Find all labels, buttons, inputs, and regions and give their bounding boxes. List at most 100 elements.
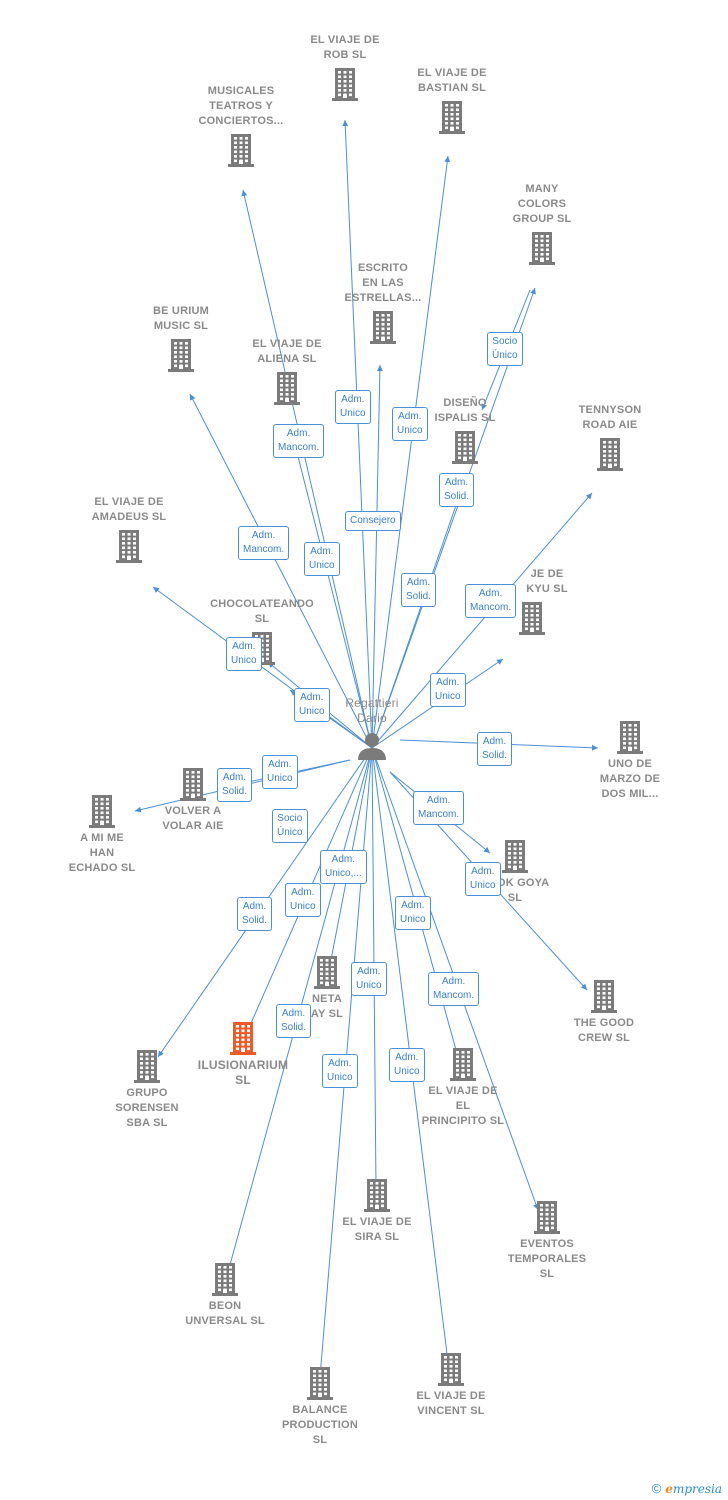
company-name: EL VIAJE DE EL PRINCIPITO SL — [421, 1085, 505, 1127]
company-name: THE GOOD CREW SL — [573, 1017, 635, 1044]
relationship-edge — [371, 364, 383, 749]
company-name: CHOCOLATEANDO SL — [210, 598, 314, 625]
company-node[interactable]: EL VIAJE DE EL PRINCIPITO SL — [403, 1046, 523, 1129]
company-name: MUSICALES TEATROS Y CONCIERTOS... — [198, 85, 284, 127]
brand-name: mpresia — [672, 1482, 722, 1496]
role-badge[interactable]: Socio Único — [487, 332, 523, 366]
company-name: EVENTOS TEMPORALES SL — [507, 1238, 587, 1280]
brand-e: e — [665, 1482, 673, 1496]
company-node[interactable]: MUSICALES TEATROS Y CONCIERTOS... — [199, 85, 283, 168]
relationship-edge — [371, 155, 451, 749]
company-name: ESCRITO EN LAS ESTRELLAS... — [344, 262, 422, 304]
company-node[interactable]: BE URIUM MUSIC SL — [153, 305, 209, 373]
building-icon — [519, 602, 545, 635]
role-badge[interactable]: Adm. Unico — [285, 883, 321, 917]
company-node[interactable]: EVENTOS TEMPORALES SL — [487, 1199, 607, 1282]
role-badge[interactable]: Adm. Unico — [322, 1054, 358, 1088]
role-badge[interactable]: Adm. Mancom. — [465, 584, 517, 618]
relationship-edge — [152, 586, 373, 749]
building-icon — [502, 840, 528, 873]
role-badge[interactable]: Adm. Unico — [395, 896, 431, 930]
company-node[interactable]: NETA AY SL — [267, 954, 387, 1022]
company-name: EL VIAJE DE BASTIAN SL — [417, 67, 487, 94]
company-node[interactable]: EL VIAJE DE ALIENA SL — [252, 338, 321, 406]
company-node[interactable]: TENNYSON ROAD AIE — [579, 404, 641, 472]
company-node[interactable]: EL VIAJE DE AMADEUS SL — [92, 496, 166, 564]
building-icon — [168, 339, 194, 372]
role-badge[interactable]: Adm. Unico — [465, 862, 501, 896]
relationship-edge — [371, 492, 593, 749]
building-icon — [364, 1179, 390, 1212]
role-badge[interactable]: Adm. Unico — [430, 673, 466, 707]
role-badge[interactable]: Adm. Unico,... — [320, 850, 367, 884]
company-name: VOLVER A VOLAR AIE — [162, 805, 224, 832]
company-node[interactable]: DISEÑO ISPALIS SL — [434, 397, 495, 465]
role-badge[interactable]: Adm. Mancom. — [428, 972, 480, 1006]
role-badge[interactable]: Adm. Solid. — [439, 473, 475, 507]
role-badge[interactable]: Adm. Mancom. — [238, 526, 290, 560]
company-node[interactable]: EL VIAJE DE SIRA SL — [317, 1177, 437, 1245]
role-badge[interactable]: Adm. Unico — [304, 542, 340, 576]
company-node[interactable]: BALANCE PRODUCTION SL — [260, 1365, 380, 1448]
building-icon — [180, 768, 206, 801]
building-icon — [617, 721, 643, 754]
building-icon — [591, 980, 617, 1013]
company-node[interactable]: EL VIAJE DE VINCENT SL — [391, 1351, 511, 1419]
role-badge[interactable]: Adm. Solid. — [217, 768, 253, 802]
building-icon — [534, 1201, 560, 1234]
role-badge[interactable]: Socio Único — [272, 809, 308, 843]
company-node[interactable]: MANY COLORS GROUP SL — [513, 183, 571, 266]
company-name: BEON UNVERSAL SL — [185, 1300, 265, 1327]
footer-brand: ©empresia — [652, 1481, 722, 1496]
company-name: A MI ME HAN ECHADO SL — [68, 832, 136, 874]
relationship-edge — [371, 487, 463, 749]
building-icon — [314, 956, 340, 989]
role-badge[interactable]: Adm. Mancom. — [273, 424, 325, 458]
company-name: EL VIAJE DE ALIENA SL — [252, 338, 322, 365]
role-badge[interactable]: Adm. Solid. — [237, 897, 273, 931]
company-name: ILUSIONARIUM SL — [197, 1058, 289, 1087]
role-badge[interactable]: Consejero — [345, 511, 401, 531]
building-icon — [274, 372, 300, 405]
role-badge[interactable]: Adm. Unico — [294, 688, 330, 722]
building-icon — [89, 795, 115, 828]
company-node[interactable]: ESCRITO EN LAS ESTRELLAS... — [345, 262, 421, 345]
company-node[interactable]: EL VIAJE DE ROB SL — [310, 34, 379, 102]
role-badge[interactable]: Adm. Solid. — [276, 1004, 312, 1038]
role-badge[interactable]: Adm. Unico — [226, 637, 262, 671]
company-node[interactable]: ILUSIONARIUM SL — [183, 1020, 303, 1088]
company-node[interactable]: EL VIAJE DE BASTIAN SL — [417, 67, 486, 135]
role-badge[interactable]: Adm. Unico — [262, 755, 298, 789]
relationship-edge — [342, 119, 373, 749]
company-name: TENNYSON ROAD AIE — [578, 404, 642, 431]
company-name: JE DE KYU SL — [526, 568, 568, 595]
company-name: MANY COLORS GROUP SL — [512, 183, 572, 225]
building-icon — [134, 1050, 160, 1083]
building-icon — [529, 232, 555, 265]
company-name: DISEÑO ISPALIS SL — [434, 397, 496, 424]
building-icon — [438, 1353, 464, 1386]
role-badge[interactable]: Adm. Unico — [392, 407, 428, 441]
role-badge[interactable]: Adm. Unico — [389, 1048, 425, 1082]
company-node[interactable]: GRUPO SORENSEN SBA SL — [87, 1048, 207, 1131]
role-badge[interactable]: Adm. Unico — [335, 390, 371, 424]
company-node[interactable]: THE GOOD CREW SL — [544, 978, 664, 1046]
company-name: EL VIAJE DE AMADEUS SL — [91, 496, 167, 523]
company-node[interactable]: BEON UNVERSAL SL — [165, 1261, 285, 1329]
role-badge[interactable]: Adm. Solid. — [477, 732, 513, 766]
building-icon — [370, 311, 396, 344]
role-badge[interactable]: Adm. Solid. — [401, 573, 437, 607]
building-icon — [597, 438, 623, 471]
role-badge[interactable]: Adm. Mancom. — [413, 791, 465, 825]
company-node[interactable]: UNO DE MARZO DE DOS MIL... — [570, 719, 690, 802]
relationship-edge — [189, 393, 373, 749]
person-node[interactable]: Regattieri Dario — [332, 696, 412, 767]
company-name: EL VIAJE DE VINCENT SL — [416, 1390, 486, 1417]
company-node[interactable]: VOLVER A VOLAR AIE — [133, 766, 253, 834]
company-name: GRUPO SORENSEN SBA SL — [115, 1087, 179, 1129]
building-icon — [450, 1048, 476, 1081]
company-node[interactable]: JE DE KYU SL — [515, 568, 568, 636]
role-badge[interactable]: Adm. Unico — [351, 962, 387, 996]
building-icon — [439, 101, 465, 134]
company-node[interactable]: A MI ME HAN ECHADO SL — [42, 793, 162, 876]
